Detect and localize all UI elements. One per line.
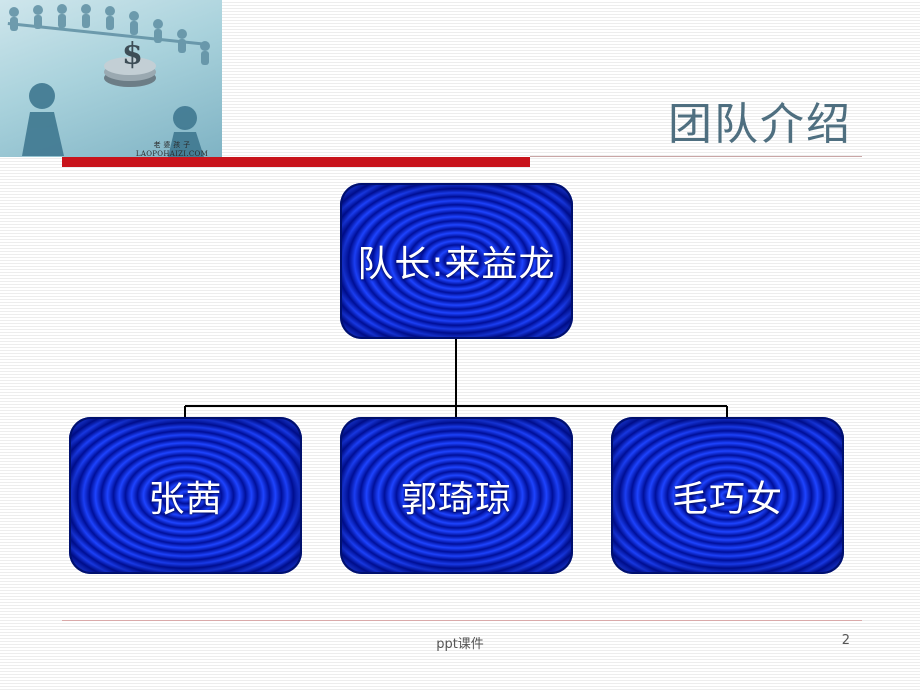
member-label-1: 张茜 (148, 478, 223, 520)
footer-divider (62, 620, 862, 621)
member-node-2: 郭琦琼 (340, 417, 573, 574)
footer-text: ppt课件 (436, 637, 484, 652)
member-label-3: 毛巧女 (671, 478, 783, 520)
page-number: 2 (841, 633, 850, 648)
people-chain-illustration: $ (7, 4, 210, 157)
member-node-3: 毛巧女 (611, 417, 844, 574)
member-label-2: 郭琦琼 (400, 478, 512, 520)
logo-text: 老 婆 孩 子 LAOPOHAIZI.COM (135, 141, 209, 157)
decorative-corner-image: $ 老 婆 孩 子 LAOPOHAIZI.COM (0, 0, 222, 157)
svg-text:$: $ (122, 37, 143, 72)
leader-label: 队长:来益龙 (357, 244, 556, 285)
title-divider (530, 156, 862, 157)
leader-node: 队长:来益龙 (340, 183, 573, 339)
member-node-1: 张茜 (69, 417, 302, 574)
accent-bar (62, 157, 530, 167)
slide-title: 团队介绍 (668, 99, 852, 150)
